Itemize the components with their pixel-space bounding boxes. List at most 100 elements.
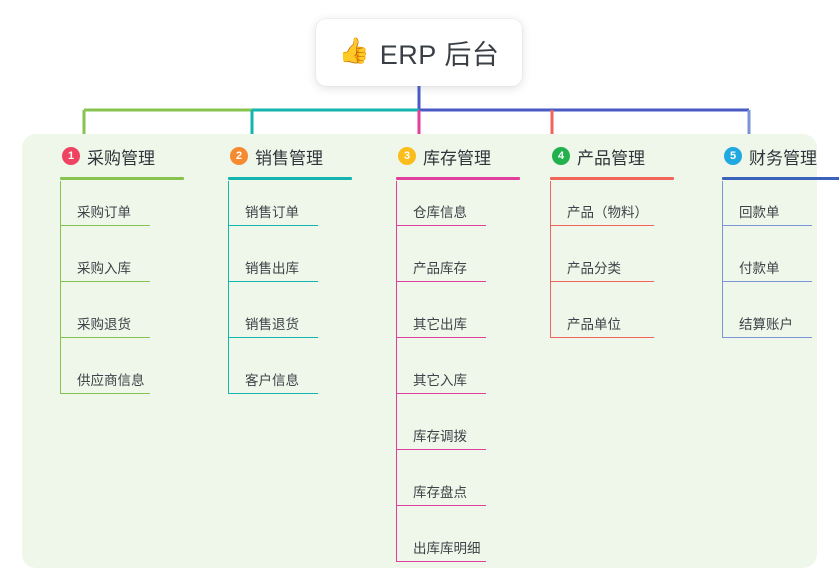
module-item[interactable]: 产品分类 [550,237,692,293]
module-item[interactable]: 产品（物料） [550,181,692,237]
module-item[interactable]: 库存调拨 [396,405,538,461]
module-header-3[interactable]: 3 库存管理 [378,134,538,178]
module-spine-line [396,181,397,562]
module-column-5: 5 财务管理回款单付款单结算账户 [704,134,839,349]
module-item-underline [60,337,150,338]
module-item-label: 付款单 [739,261,780,276]
modules-panel [22,134,817,568]
module-item-label: 库存盘点 [413,485,467,500]
module-item[interactable]: 仓库信息 [396,181,538,237]
module-header-underline [228,177,352,180]
module-item[interactable]: 其它入库 [396,349,538,405]
module-item-list: 仓库信息产品库存其它出库其它入库库存调拨库存盘点出库库明细 [378,181,538,573]
module-item-label: 产品单位 [567,317,621,332]
module-item-list: 产品（物料） 产品分类产品单位 [532,181,692,349]
module-item-label: 回款单 [739,205,780,220]
module-item-list: 销售订单销售出库销售退货客户信息 [210,181,370,405]
module-header-label: 采购管理 [87,148,155,168]
module-index-badge: 3 [398,147,416,165]
module-item-underline [228,337,318,338]
module-index-badge: 2 [230,147,248,165]
module-item-underline [722,337,812,338]
module-spine-line [60,181,61,394]
module-column-4: 4 产品管理产品（物料） 产品分类产品单位 [532,134,692,349]
module-item[interactable]: 销售订单 [228,181,370,237]
module-column-3: 3 库存管理仓库信息产品库存其它出库其它入库库存调拨库存盘点出库库明细 [378,134,538,573]
module-item[interactable]: 回款单 [722,181,839,237]
module-header-label: 财务管理 [749,148,817,168]
module-header-underline [722,177,839,180]
module-header-label: 库存管理 [423,148,491,168]
module-item-underline [228,225,318,226]
module-header-label: 产品管理 [577,148,645,168]
module-columns: 1 采购管理采购订单采购入库采购退货供应商信息 2 销售管理销售订单销售出库销售退货客… [22,134,839,568]
module-item[interactable]: 采购订单 [60,181,202,237]
module-column-1: 1 采购管理采购订单采购入库采购退货供应商信息 [42,134,202,405]
module-item-label: 其它入库 [413,373,467,388]
module-header-4[interactable]: 4 产品管理 [532,134,692,178]
module-item-underline [550,337,654,338]
module-item-label: 仓库信息 [413,205,467,220]
module-item-label: 其它出库 [413,317,467,332]
module-item-label: 采购订单 [77,205,131,220]
module-spine-line [228,181,229,394]
module-item[interactable]: 销售出库 [228,237,370,293]
module-header-5[interactable]: 5 财务管理 [704,134,839,178]
module-item-underline [550,225,654,226]
module-item[interactable]: 采购入库 [60,237,202,293]
module-item-underline [396,505,486,506]
module-header-2[interactable]: 2 销售管理 [210,134,370,178]
module-item-label: 供应商信息 [77,373,145,388]
module-item-underline [722,281,812,282]
module-item[interactable]: 库存盘点 [396,461,538,517]
module-item-label: 销售订单 [245,205,299,220]
module-item[interactable]: 供应商信息 [60,349,202,405]
module-item-label: 结算账户 [739,317,793,332]
module-item-underline [396,449,486,450]
module-item-label: 产品分类 [567,261,621,276]
module-item-underline [60,393,150,394]
module-item[interactable]: 付款单 [722,237,839,293]
module-item[interactable]: 其它出库 [396,293,538,349]
module-item-underline [228,393,318,394]
module-item-label: 采购退货 [77,317,131,332]
module-item[interactable]: 采购退货 [60,293,202,349]
module-item-label: 销售退货 [245,317,299,332]
module-column-2: 2 销售管理销售订单销售出库销售退货客户信息 [210,134,370,405]
module-item-underline [396,561,486,562]
module-item[interactable]: 销售退货 [228,293,370,349]
module-header-1[interactable]: 1 采购管理 [42,134,202,178]
module-item-underline [722,225,812,226]
module-item-label: 产品库存 [413,261,467,276]
module-item[interactable]: 结算账户 [722,293,839,349]
module-header-underline [550,177,674,180]
module-header-underline [60,177,184,180]
module-item-label: 产品（物料） [567,205,648,220]
module-item-underline [550,281,654,282]
root-title-card[interactable]: 👍 ERP 后台 [316,19,522,86]
module-header-underline [396,177,520,180]
module-item[interactable]: 出库库明细 [396,517,538,573]
module-item-label: 销售出库 [245,261,299,276]
module-item[interactable]: 客户信息 [228,349,370,405]
module-item-underline [60,225,150,226]
module-item-underline [396,337,486,338]
module-spine-line [550,181,551,338]
module-item-label: 采购入库 [77,261,131,276]
module-header-label: 销售管理 [255,148,323,168]
module-item-list: 回款单付款单结算账户 [704,181,839,349]
module-item-underline [228,281,318,282]
module-item[interactable]: 产品单位 [550,293,692,349]
module-item-label: 出库库明细 [413,541,481,556]
module-item-list: 采购订单采购入库采购退货供应商信息 [42,181,202,405]
module-item-underline [396,393,486,394]
module-item-underline [396,225,486,226]
module-item-underline [396,281,486,282]
module-item-label: 库存调拨 [413,429,467,444]
module-index-badge: 4 [552,147,570,165]
module-index-badge: 5 [724,147,742,165]
module-item-label: 客户信息 [245,373,299,388]
module-index-badge: 1 [62,147,80,165]
module-item[interactable]: 产品库存 [396,237,538,293]
